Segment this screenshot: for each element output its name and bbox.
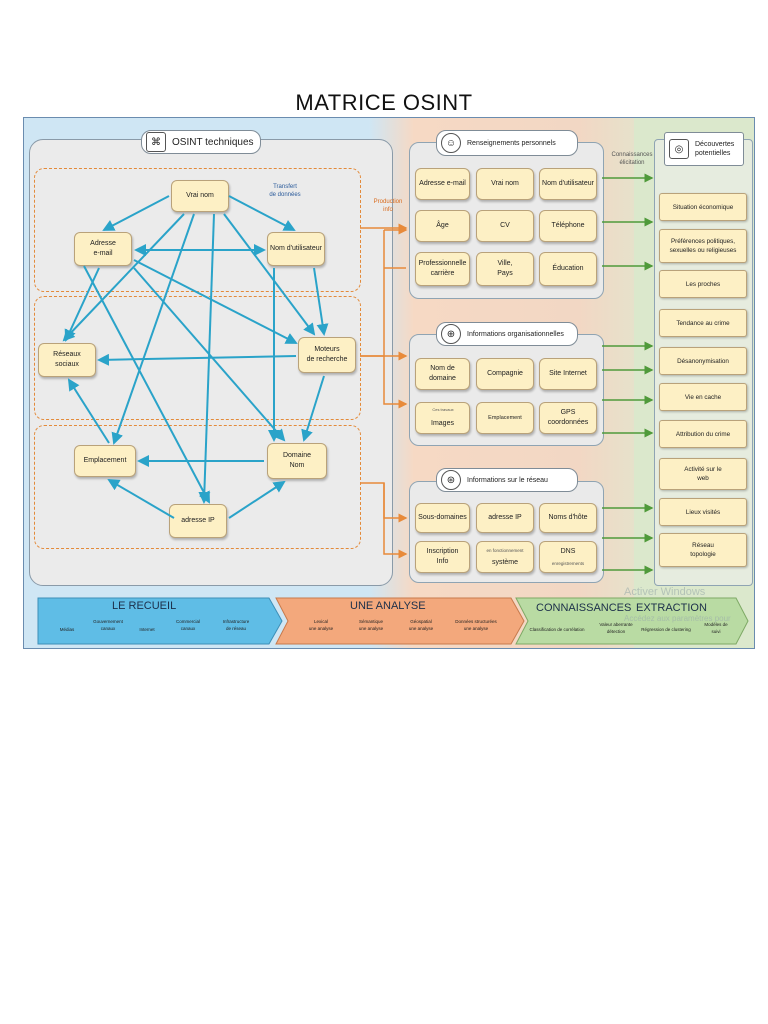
out-activite-web: Activité sur le web	[659, 458, 747, 490]
out-preferences: Préférences politiques, sexuelles ou rel…	[659, 229, 747, 263]
recueil-commercial: Commercial canaux	[175, 619, 200, 631]
perso-age: Âge	[415, 210, 470, 242]
connaissances-modeles: Modèles de suivi	[704, 622, 728, 634]
node-domaine-nom: Domaine Nom	[267, 443, 327, 479]
perso-adresse-email: Adresse e-mail	[415, 168, 470, 200]
org-images: Images	[415, 402, 470, 434]
windows-activation-watermark: Activer Windows	[624, 586, 706, 598]
analyse-semantique: Sémantique une analyse	[358, 619, 384, 631]
node-moteurs-recherche: Moteurs de recherche	[298, 337, 356, 373]
out-reseau-topologie: Réseau topologie	[659, 533, 747, 567]
windows-activation-subtext: Accédez aux paramètres pour	[624, 614, 731, 623]
osint-techniques-header: ⌘ OSINT techniques	[141, 130, 261, 154]
node-reseaux-sociaux: Réseaux sociaux	[38, 343, 96, 377]
reseau-systeme: système	[476, 541, 534, 573]
organization-icon: ⊕	[441, 324, 461, 344]
node-adresse-ip: adresse IP	[169, 504, 227, 538]
osint-matrix-diagram: ⌘ OSINT techniques Transfert de données …	[23, 117, 755, 649]
band-bottom	[34, 425, 361, 549]
perso-education: Éducation	[539, 252, 597, 286]
recueil-internet: Internet	[139, 627, 155, 632]
reseau-sous-domaines: Sous-domaines	[415, 503, 470, 533]
analyse-donnees: Données structurées une analyse	[455, 619, 497, 631]
org-compagnie: Compagnie	[476, 358, 534, 390]
reseau-header: ⊛ Informations sur le réseau	[436, 468, 578, 492]
reseau-enregistrements: enregistrements	[551, 561, 585, 566]
page-title: MATRICE OSINT	[295, 90, 473, 115]
stage-analyse-title: UNE ANALYSE	[350, 600, 426, 612]
network-globe-icon: ⊛	[441, 470, 461, 490]
technique-arrows	[62, 195, 329, 519]
perso-nom-utilisateur: Nom d'utilisateur	[539, 168, 597, 200]
reseau-header-label: Informations sur le réseau	[467, 476, 548, 484]
node-adresse-email: Adresse e-mail	[74, 232, 132, 266]
analyse-lexical: Lexical une analyse	[308, 619, 334, 631]
reseau-adresse-ip: adresse IP	[476, 503, 534, 533]
out-situation-economique: Situation économique	[659, 193, 747, 221]
perso-ville-pays: Ville, Pays	[476, 252, 534, 286]
decouvertes-header-label: Découvertes potentielles	[695, 141, 735, 157]
org-emplacement: Emplacement	[476, 402, 534, 434]
connaissances-valeur-aberrante: Valeur aberrante détection	[599, 622, 633, 634]
reseau-dns: DNS	[539, 541, 597, 573]
person-icon: ☺	[441, 133, 461, 153]
org-header: ⊕ Informations organisationnelles	[436, 322, 578, 346]
network-icon: ⌘	[146, 132, 166, 152]
perso-vrai-nom: Vrai nom	[476, 168, 534, 200]
reseau-fonctionnement: en fonctionnement	[486, 548, 524, 553]
org-nom-domaine: Nom de domaine	[415, 358, 470, 390]
reseau-inscription: Inscription Info	[415, 541, 470, 573]
stage-arrows	[37, 597, 749, 645]
org-gps: GPS coordonnées	[539, 402, 597, 434]
stage-connaissances-title: CONNAISSANCES	[536, 602, 632, 614]
out-desanonymisation: Désanonymisation	[659, 347, 747, 375]
discovery-icon: ◎	[669, 139, 689, 159]
production-label: Production info	[373, 199, 403, 213]
org-site-internet: Site Internet	[539, 358, 597, 390]
perso-telephone: Téléphone	[539, 210, 597, 242]
osint-techniques-title: OSINT techniques	[172, 136, 254, 148]
stage-recueil-title: LE RECUEIL	[112, 600, 177, 612]
node-emplacement: Emplacement	[74, 445, 136, 477]
decouvertes-header: ◎ Découvertes potentielles	[664, 132, 744, 166]
node-nom-utilisateur: Nom d'utilisateur	[267, 232, 325, 266]
out-les-proches: Les proches	[659, 270, 747, 298]
recueil-gouvernement: Gouvernement canaux	[93, 619, 123, 631]
reseau-noms-hote: Noms d'hôte	[539, 503, 597, 533]
transfer-label: Transfert de données	[269, 184, 301, 198]
connector-arrows	[62, 173, 654, 575]
band-middle	[34, 296, 361, 420]
connaissances-label: Connaissances élicitation	[611, 152, 653, 166]
knowledge-arrows	[602, 173, 654, 575]
perso-header-label: Renseignements personnels	[467, 139, 556, 147]
recueil-medias: Médias	[59, 627, 75, 632]
recueil-infrastructure: Infrastructure de réseau	[222, 619, 250, 631]
out-vie-cache: Vie en cache	[659, 383, 747, 411]
production-arrows	[360, 223, 408, 559]
out-lieux-visites: Lieux visités	[659, 498, 747, 526]
connaissances-classification: Classification de corrélation	[529, 627, 585, 632]
org-header-label: Informations organisationnelles	[467, 330, 564, 338]
out-tendance-crime: Tendance au crime	[659, 309, 747, 337]
perso-carriere: Professionnelle carrière	[415, 252, 470, 286]
perso-header: ☺ Renseignements personnels	[436, 130, 578, 156]
org-ces-travaux: Ces travaux	[432, 407, 454, 412]
perso-cv: CV	[476, 210, 534, 242]
out-attribution-crime: Attribution du crime	[659, 420, 747, 448]
stage-extraction-title: EXTRACTION	[636, 602, 707, 614]
connaissances-regression: Régression de clustering	[641, 627, 691, 632]
node-vrai-nom: Vrai nom	[171, 180, 229, 212]
analyse-geospatial: Géospatial une analyse	[408, 619, 434, 631]
